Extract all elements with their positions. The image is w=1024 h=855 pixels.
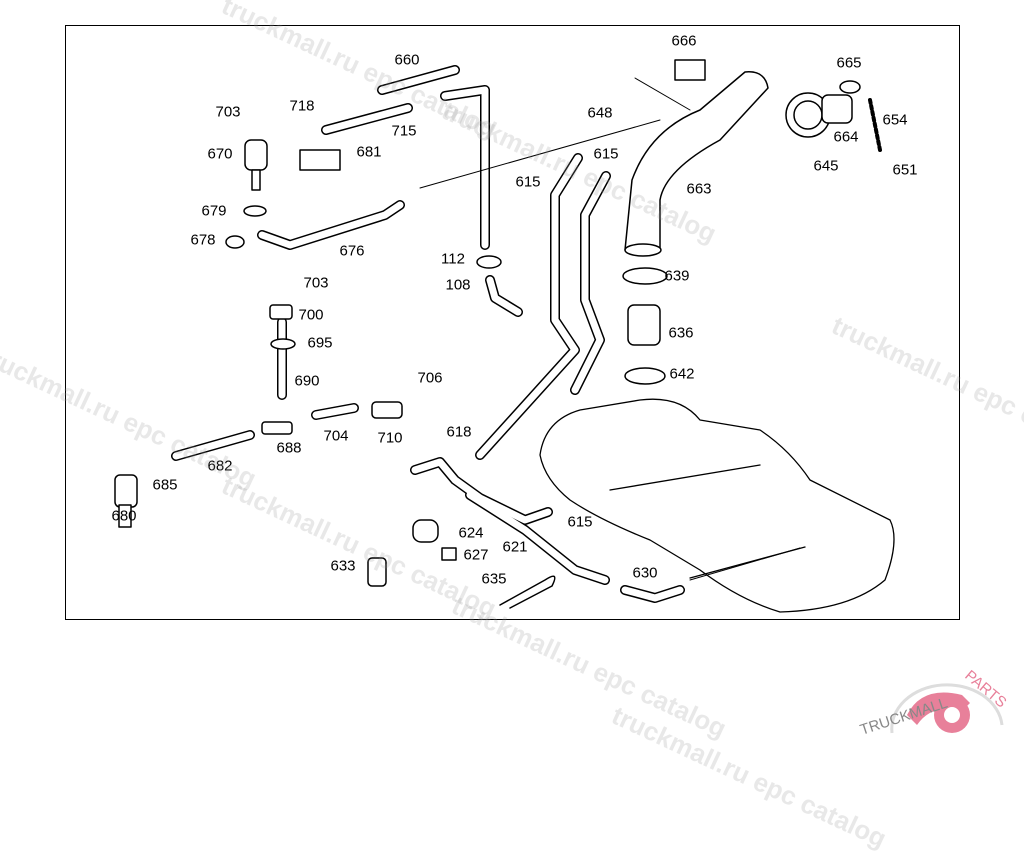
callout-718: 718 (289, 97, 315, 115)
callout-680: 680 (111, 507, 137, 525)
callout-704: 704 (323, 427, 349, 445)
callout-112: 112 (441, 250, 465, 268)
callout-633: 633 (330, 557, 356, 575)
callout-642: 642 (669, 365, 695, 383)
callout-700: 700 (298, 306, 324, 324)
callout-108: 108 (445, 276, 471, 294)
callout-703: 703 (215, 103, 241, 121)
callout-624: 624 (458, 524, 484, 542)
callout-679: 679 (201, 202, 227, 220)
callout-627: 627 (463, 546, 489, 564)
callout-654: 654 (882, 111, 908, 129)
callout-690: 690 (294, 372, 320, 390)
callout-710: 710 (377, 429, 403, 447)
callout-681: 681 (356, 143, 382, 161)
callout-618: 618 (446, 423, 472, 441)
truckmall-parts-logo: TRUCKMALL PARTS (858, 667, 1010, 739)
callout-703: 703 (303, 274, 329, 292)
callout-664: 664 (833, 128, 859, 146)
callout-685: 685 (152, 476, 178, 494)
callout-615: 615 (567, 513, 593, 531)
callout-630: 630 (632, 564, 658, 582)
filler-neck (622, 71, 769, 385)
callout-682: 682 (207, 457, 233, 475)
callout-635: 635 (481, 570, 507, 588)
callout-688: 688 (276, 439, 302, 457)
callout-651: 651 (892, 161, 918, 179)
callout-636: 636 (668, 324, 694, 342)
callout-666: 666 (671, 32, 697, 50)
diagram-frame (65, 25, 960, 620)
callout-639: 639 (664, 267, 690, 285)
small-parts (114, 59, 882, 609)
callout-660: 660 (394, 51, 420, 69)
parts-drawing (114, 59, 895, 613)
callout-665: 665 (836, 54, 862, 72)
callout-615: 615 (515, 173, 541, 191)
leader-lines (419, 77, 801, 581)
callout-645: 645 (813, 157, 839, 175)
callout-715: 715 (391, 122, 417, 140)
callout-621: 621 (502, 538, 528, 556)
callout-706: 706 (417, 369, 443, 387)
callout-663: 663 (686, 180, 712, 198)
callout-695: 695 (307, 334, 333, 352)
callout-678: 678 (190, 231, 216, 249)
callout-676: 676 (339, 242, 365, 260)
hoses (171, 65, 685, 603)
callout-670: 670 (207, 145, 233, 163)
callout-615: 615 (593, 145, 619, 163)
callout-648: 648 (587, 104, 613, 122)
